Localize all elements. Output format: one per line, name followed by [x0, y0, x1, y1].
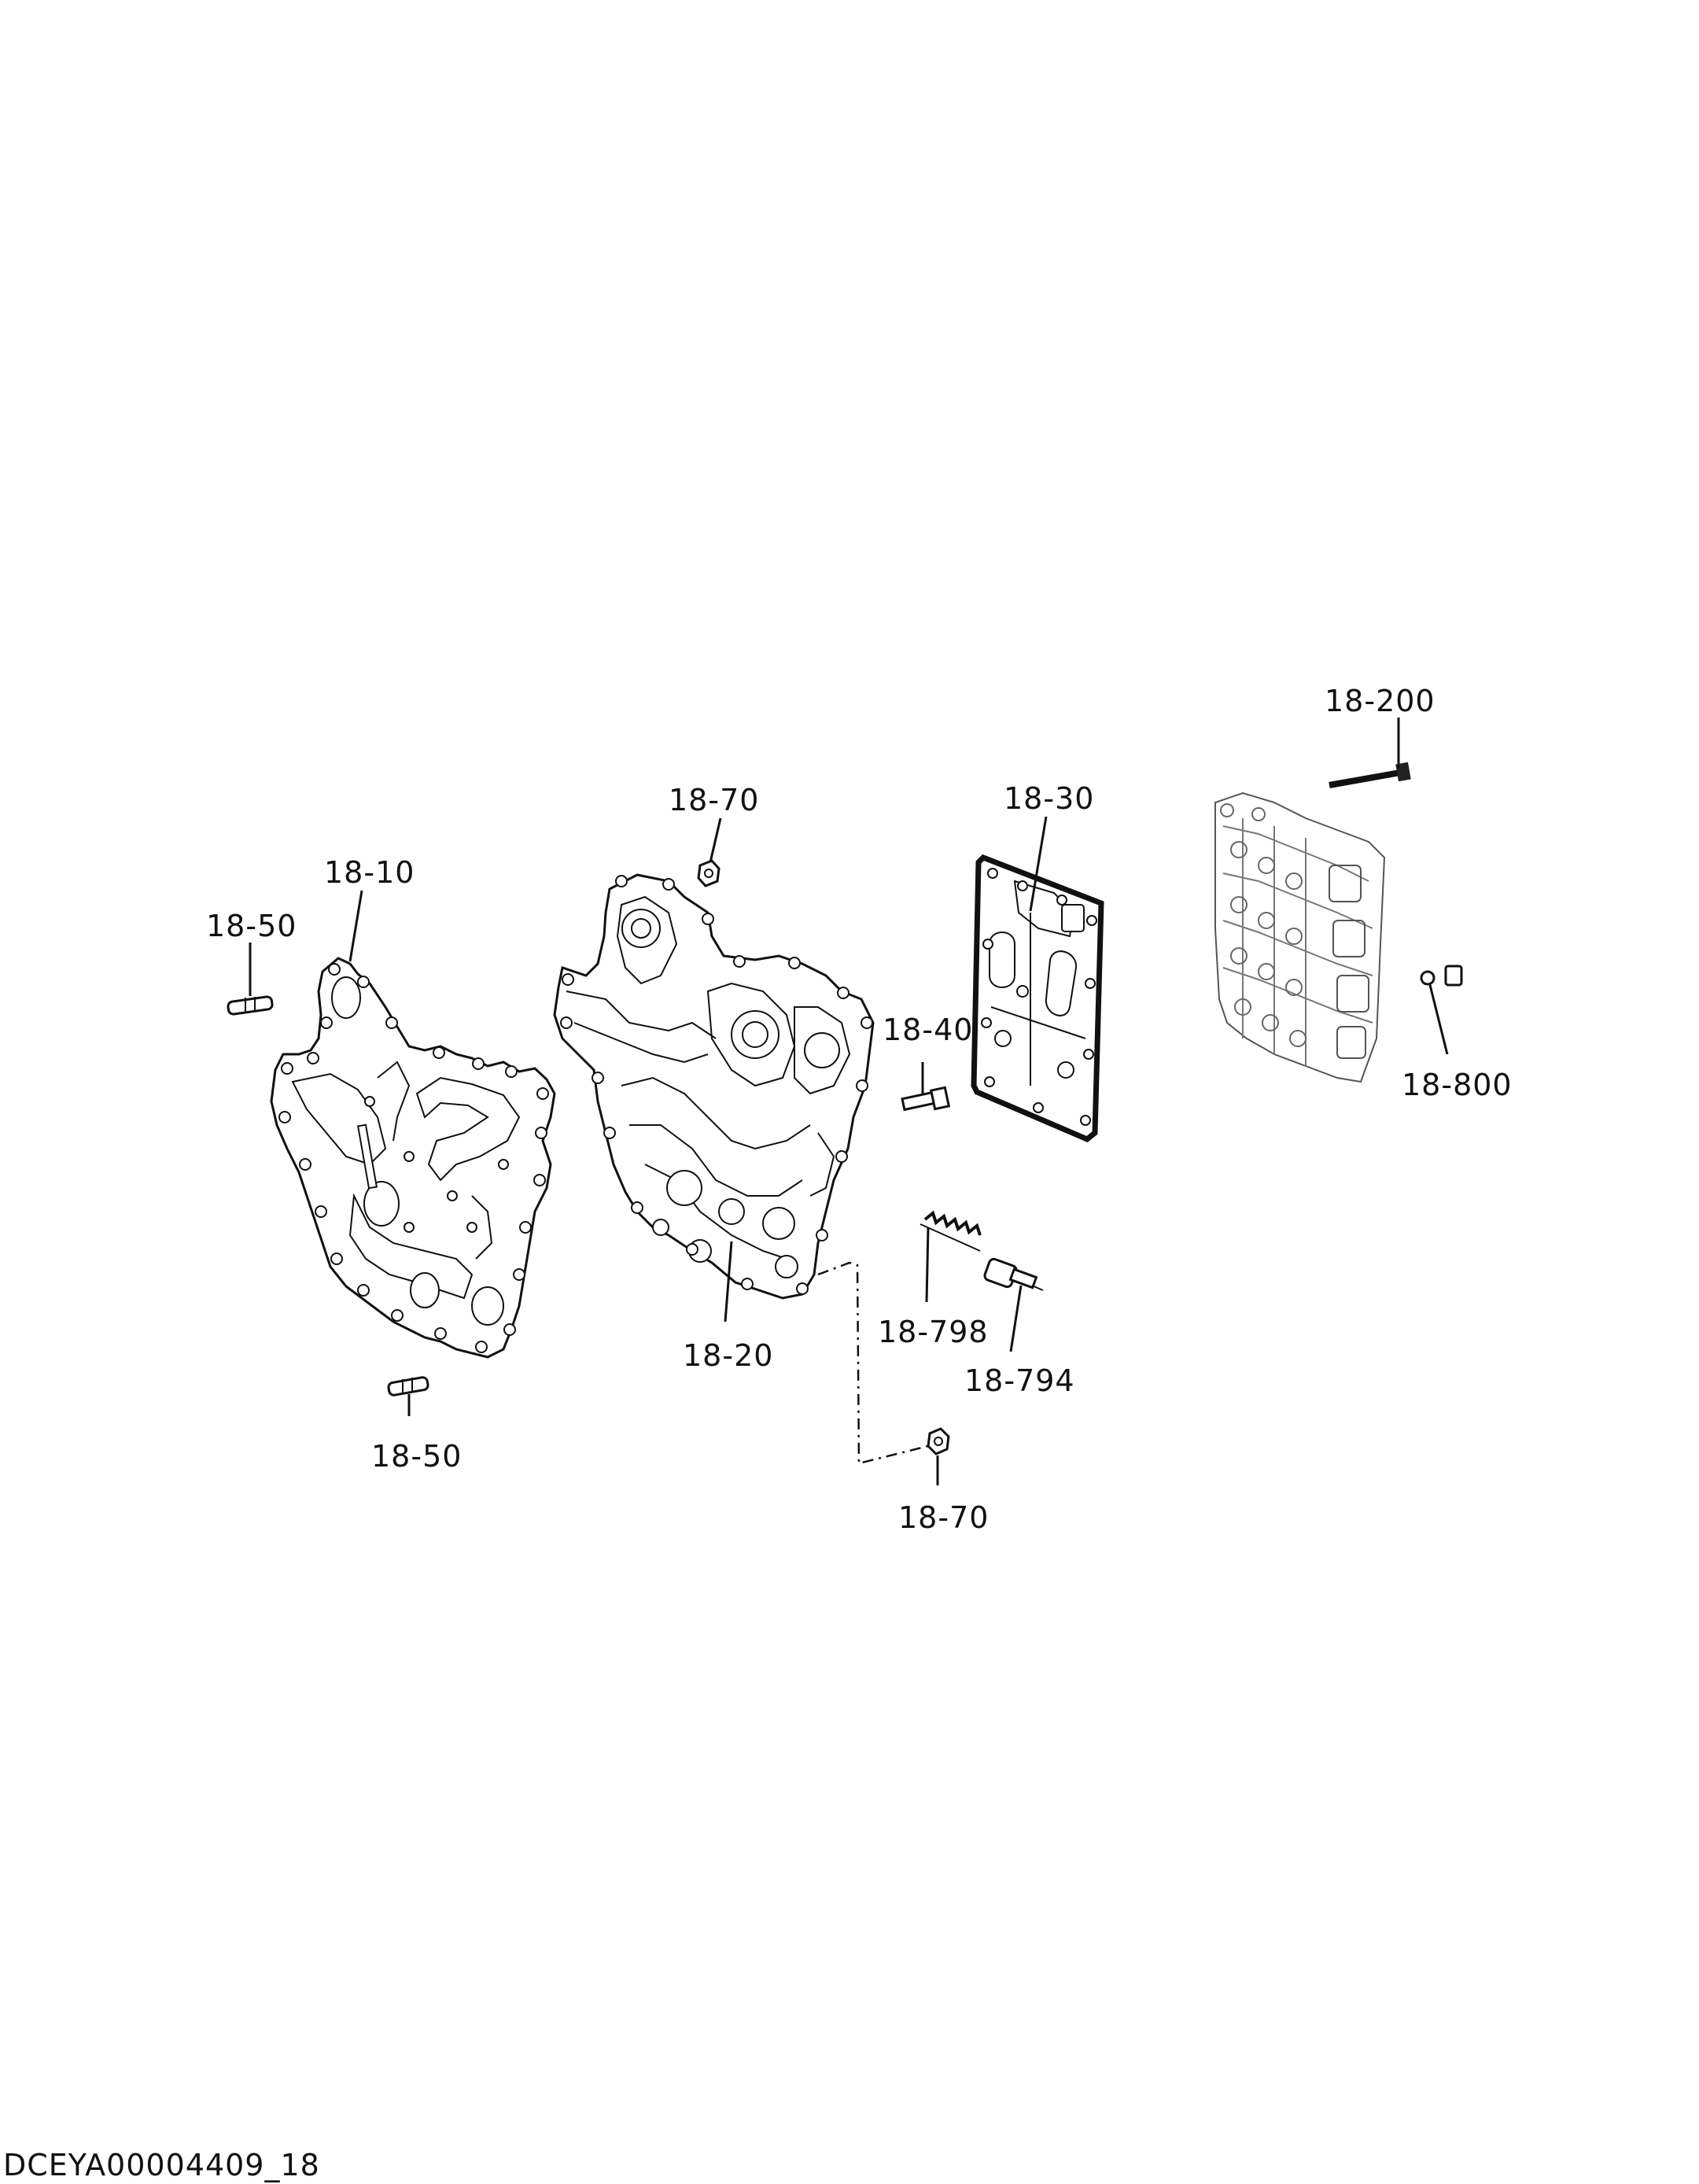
callout-18-200: 18-200: [1325, 684, 1435, 718]
callout-18-20: 18-20: [683, 1338, 773, 1373]
dowel-pin-18-50-bottom[interactable]: [387, 1376, 429, 1396]
bolt-18-40[interactable]: [901, 1086, 951, 1112]
dowel-pin-18-50-top[interactable]: [227, 995, 274, 1016]
plug-18-800[interactable]: [1420, 965, 1463, 987]
plug-18-70-bottom[interactable]: [927, 1427, 950, 1455]
leader-lines: [249, 718, 1449, 1485]
callout-18-50-top: 18-50: [206, 909, 297, 943]
separator-gasket-18-30[interactable]: [971, 854, 1104, 1143]
callout-18-30: 18-30: [1004, 781, 1094, 816]
callout-18-40: 18-40: [883, 1013, 973, 1047]
valve-block-assembly[interactable]: [1214, 791, 1386, 1083]
callout-18-50-bottom: 18-50: [371, 1439, 462, 1474]
plug-18-70-top[interactable]: [697, 859, 721, 887]
valve-body-18-20[interactable]: [553, 873, 875, 1300]
gasket-plate-18-10[interactable]: [270, 957, 556, 1359]
document-id: DCEYA00004409_18: [3, 2148, 320, 2182]
assembly-dashed-line: [817, 1261, 929, 1465]
callout-18-798: 18-798: [878, 1315, 989, 1349]
valve-spool-18-794[interactable]: [983, 1257, 1044, 1291]
callout-18-794: 18-794: [964, 1363, 1075, 1398]
spring-18-798[interactable]: [920, 1210, 982, 1252]
callout-18-70-bottom: 18-70: [898, 1500, 989, 1535]
callout-18-70-top: 18-70: [669, 783, 759, 817]
callout-18-800: 18-800: [1402, 1068, 1513, 1102]
callout-18-10: 18-10: [324, 855, 415, 890]
